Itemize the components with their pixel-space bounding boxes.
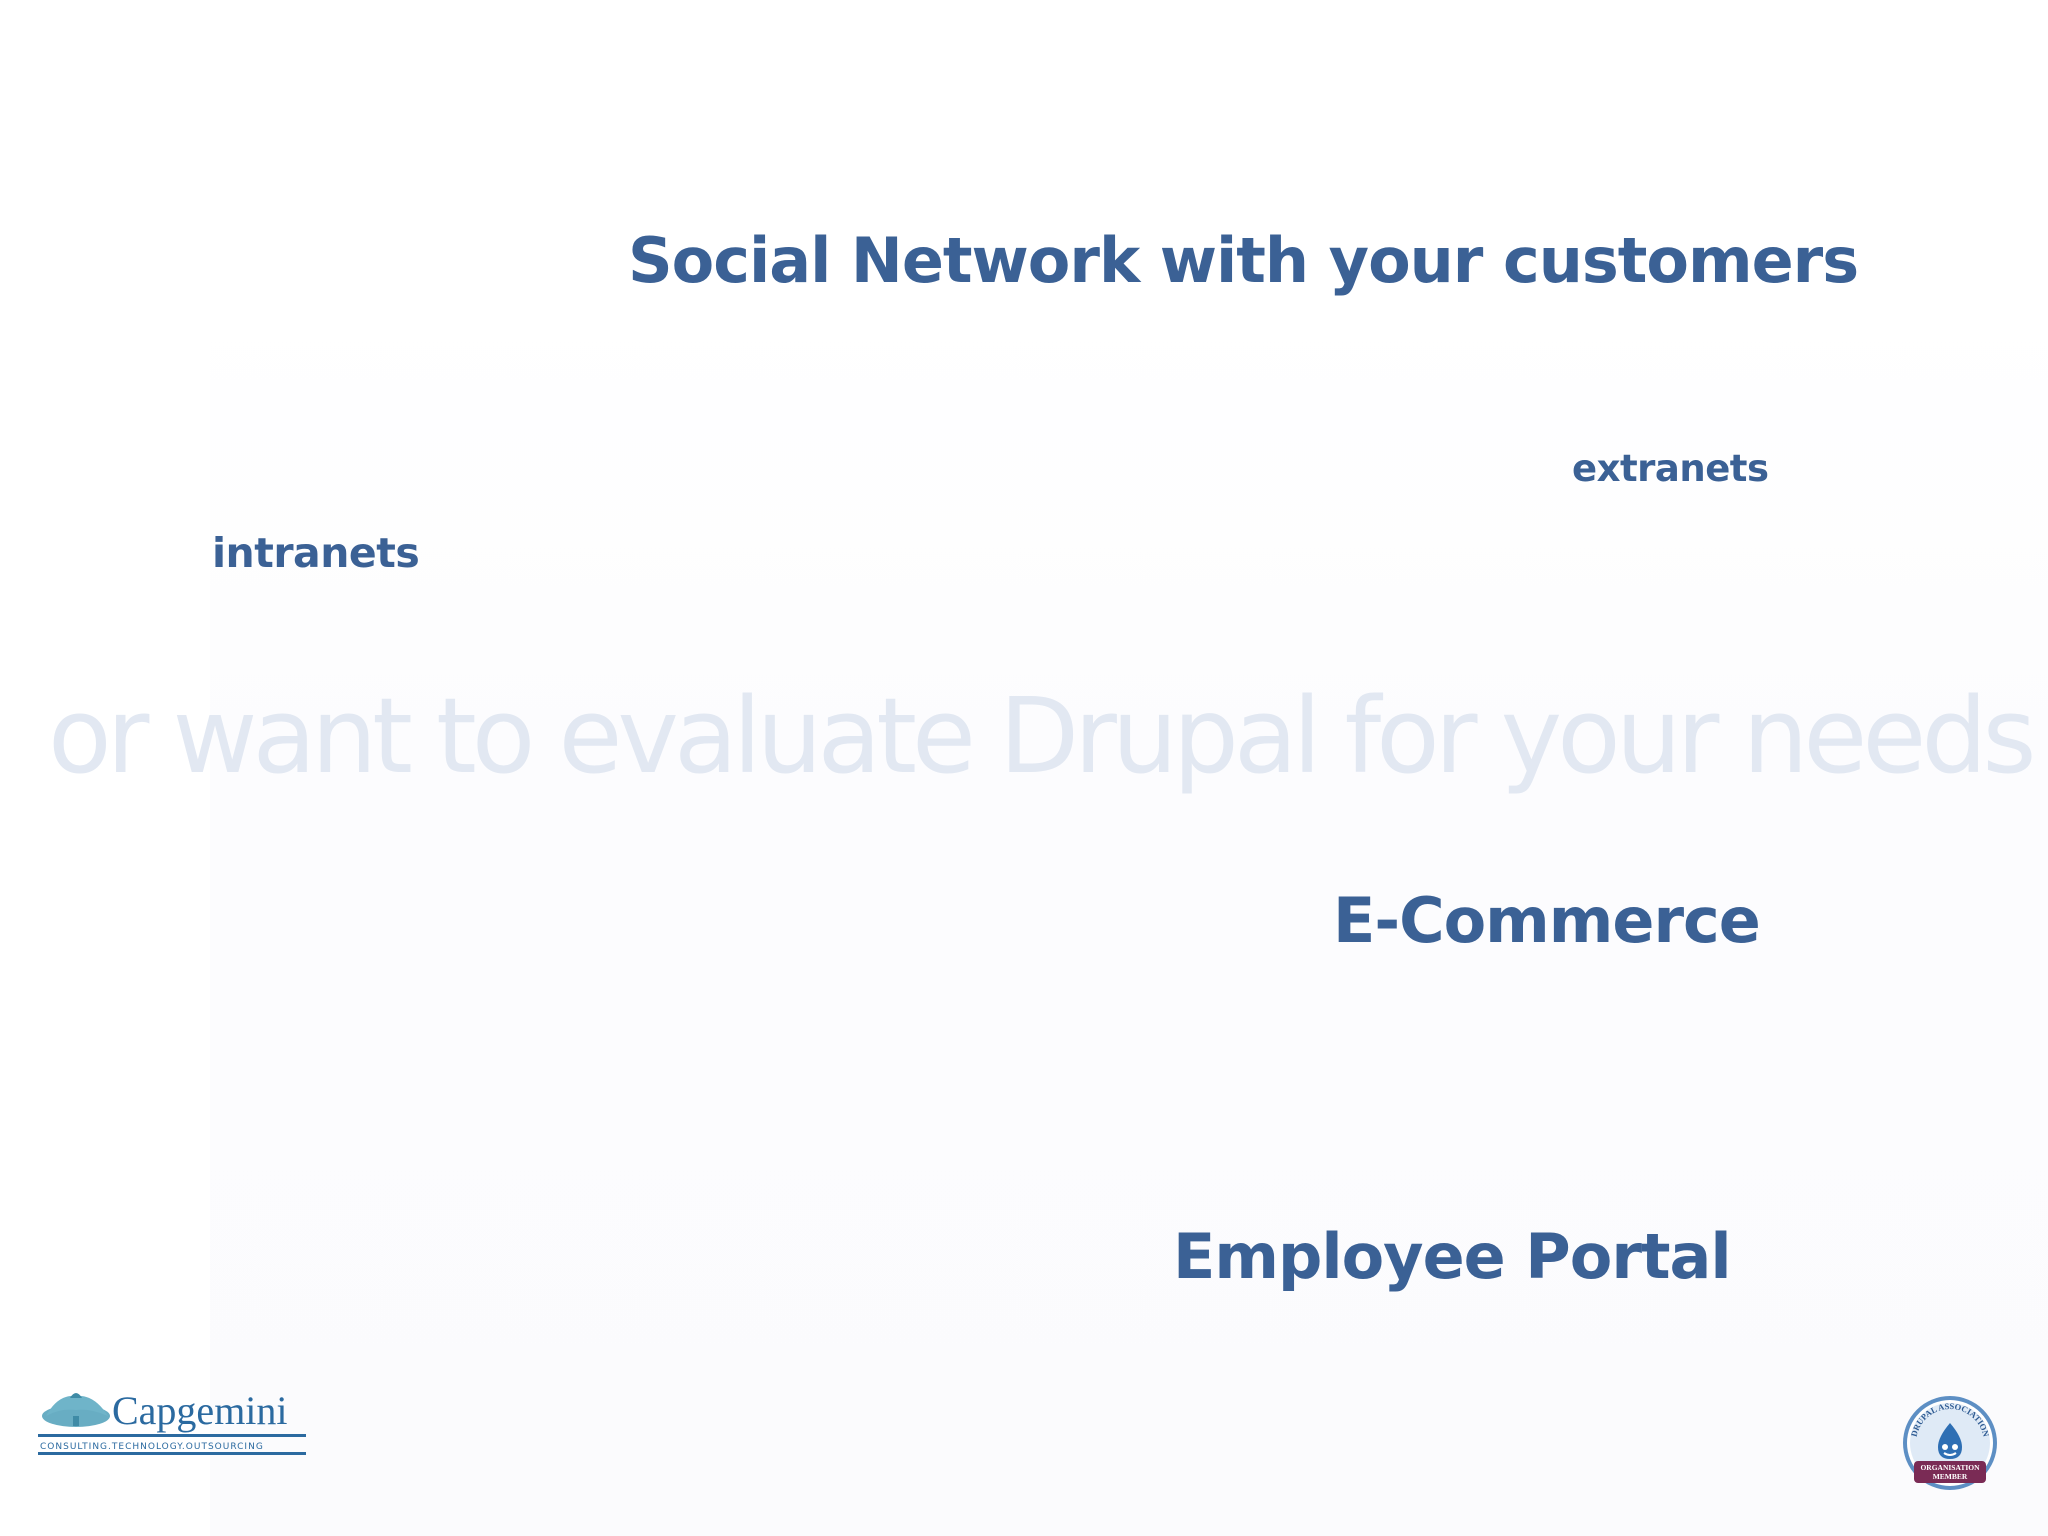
label-employee-portal: Employee Portal: [1173, 1220, 1732, 1293]
faded-evaluate-line: or want to evaluate Drupal for your need…: [48, 675, 2037, 797]
capgemini-spade-icon: [42, 1393, 110, 1427]
background-panel: [210, 300, 2048, 1536]
label-intranets: intranets: [212, 529, 420, 577]
drupal-drop-icon: [1938, 1423, 1962, 1459]
headline-social-network: Social Network with your customers: [628, 224, 1859, 297]
label-ecommerce: E-Commerce: [1333, 884, 1761, 957]
capgemini-wordmark: Capgemini: [112, 1388, 288, 1433]
capgemini-tagline: CONSULTING.TECHNOLOGY.OUTSOURCING: [40, 1442, 264, 1452]
capgemini-logo: Capgemini CONSULTING.TECHNOLOGY.OUTSOURC…: [38, 1388, 306, 1455]
badge-member-text: MEMBER: [1933, 1472, 1968, 1481]
label-extranets: extranets: [1572, 447, 1769, 490]
drupal-association-badge: DRUPAL ASSOCIATION ORGANISATION MEMBER: [1903, 1396, 1997, 1490]
badge-organisation-text: ORGANISATION: [1920, 1463, 1980, 1472]
